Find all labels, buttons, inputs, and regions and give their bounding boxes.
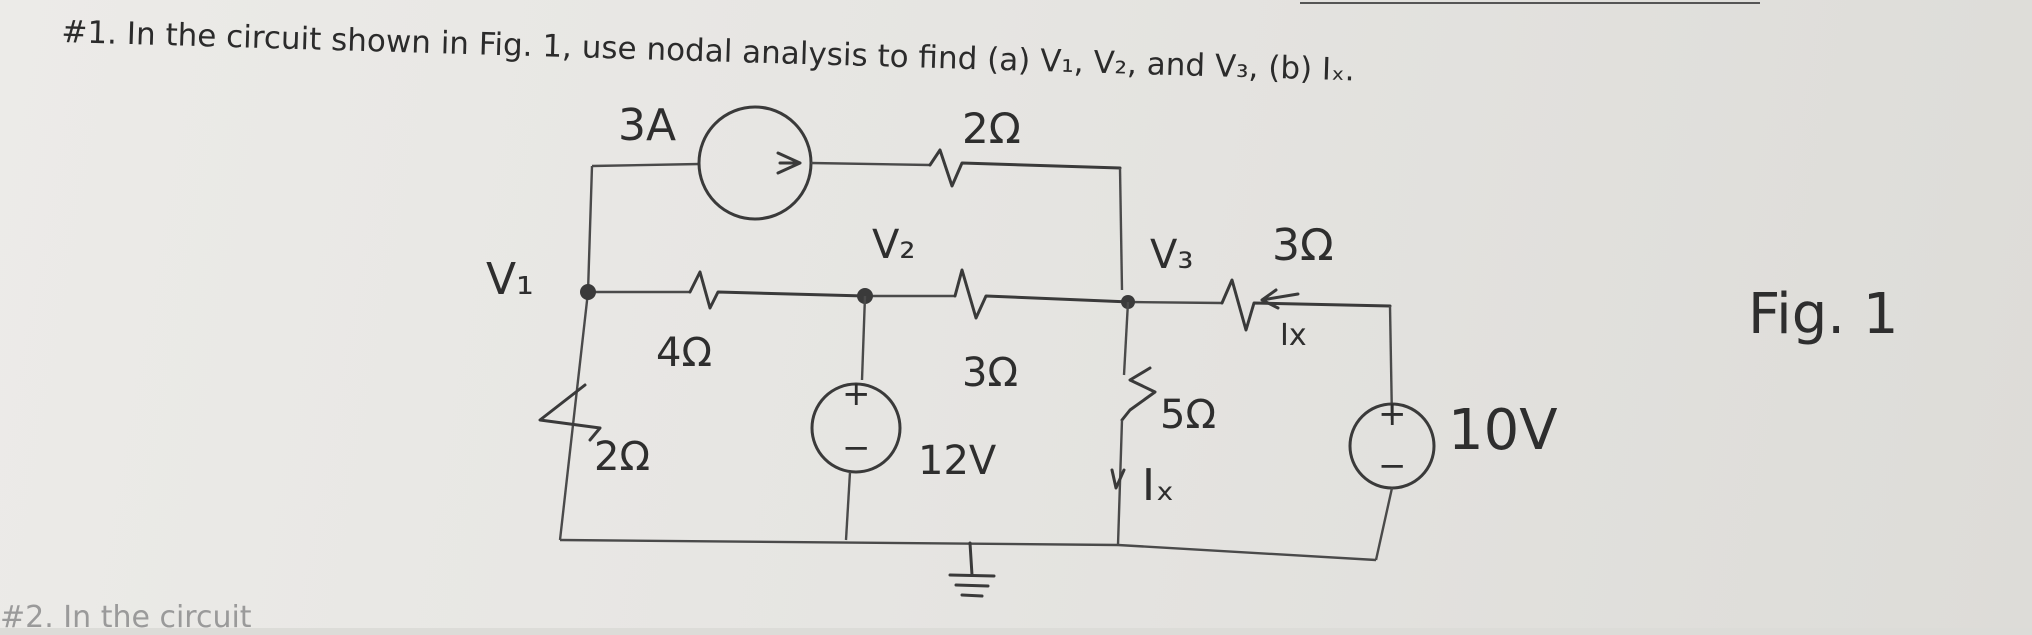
resistor-3ohm-middle <box>953 268 1132 320</box>
minus-12v: − <box>842 428 871 468</box>
top-wire-left <box>591 162 701 168</box>
ground-stem <box>968 541 974 577</box>
bottom-wire-right <box>1117 543 1377 562</box>
label-r-3ohm-middle: 3Ω <box>962 350 1019 396</box>
label-v1: V₁ <box>486 254 534 305</box>
ground-bar-1 <box>948 573 996 578</box>
left-lower-wire <box>558 291 590 541</box>
label-r-2ohm-left: 2Ω <box>594 434 651 480</box>
ix-arrow-lower <box>1110 468 1126 490</box>
wire-v3-5ohm <box>1122 301 1130 376</box>
label-ix-upper: Ix <box>1280 318 1307 353</box>
wire-10v-top <box>1388 305 1394 421</box>
resistor-3ohm-right <box>1220 278 1392 332</box>
left-upper-wire <box>586 165 594 293</box>
wire-12v-ground <box>844 471 852 541</box>
current-source-arrow <box>776 151 802 175</box>
label-v2: V₂ <box>872 222 916 268</box>
figure-caption: Fig. 1 <box>1748 282 1899 347</box>
right-top-wire <box>1118 167 1124 291</box>
label-10v: 10V <box>1448 398 1558 463</box>
resistor-5ohm <box>1120 366 1157 422</box>
label-ix-lower: Iₓ <box>1142 460 1175 511</box>
bottom-wire-left <box>559 538 1119 547</box>
label-12v: 12V <box>918 438 997 484</box>
label-r-4ohm: 4Ω <box>656 330 713 376</box>
voltage-source-12v <box>810 382 902 474</box>
plus-12v: + <box>842 374 871 414</box>
top-wire-mid <box>810 161 931 167</box>
label-v3: V₃ <box>1150 232 1194 278</box>
label-r-5ohm: 5Ω <box>1160 392 1217 438</box>
node-v1 <box>580 284 596 300</box>
wire-v3-3ohm <box>1129 300 1223 305</box>
wire-v2-12v <box>860 295 867 381</box>
label-r-3ohm-right: 3Ω <box>1272 220 1334 271</box>
label-3a: 3A <box>618 100 677 151</box>
ground-bar-3 <box>960 593 984 598</box>
wire-10v-bottom <box>1374 487 1394 561</box>
ix-arrow-upper <box>1260 288 1300 310</box>
label-r-top: 2Ω <box>962 104 1021 153</box>
resistor-4ohm <box>688 270 867 310</box>
next-problem-fragment: #2. In the circuit <box>0 600 252 635</box>
minus-10v: − <box>1378 446 1407 486</box>
ground-bar-2 <box>954 583 990 588</box>
resistor-2ohm-left <box>538 383 602 442</box>
resistor-top-2ohm <box>928 148 1122 188</box>
top-rule <box>1300 2 1760 4</box>
plus-10v: + <box>1378 394 1407 434</box>
